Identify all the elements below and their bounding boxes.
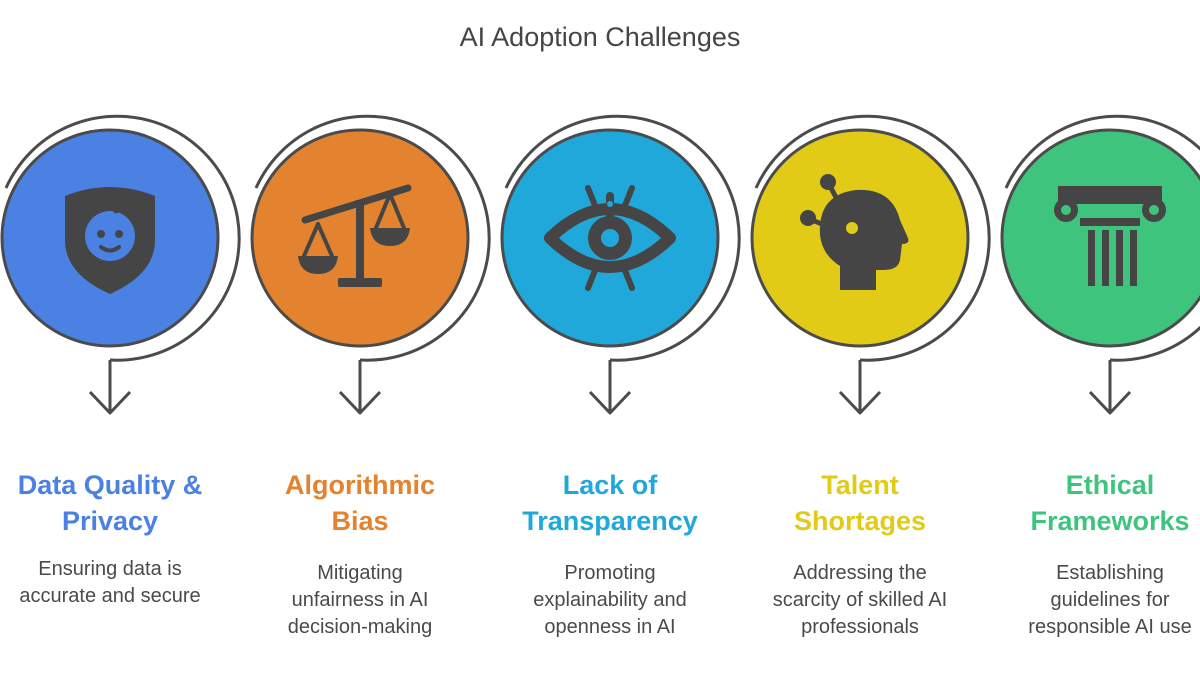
step-title-line: Ethical [1065, 470, 1155, 500]
connector-layer [4, 114, 1200, 415]
step-desc-ethics: Establishing guidelines for responsible AI… [995, 560, 1200, 641]
step-desc-transparency: Promoting explainability and openness in A… [495, 560, 725, 641]
step-title-line: Data Quality & [17, 470, 203, 500]
pillar-icon-part [1058, 196, 1162, 204]
ring-outline-ethics [1004, 114, 1200, 362]
step-title-line: Transparency [522, 506, 698, 536]
step-desc-line: decision-making [287, 616, 433, 638]
balance-scale-icon-part [374, 192, 406, 230]
pillar-icon-part [1080, 218, 1140, 226]
step-desc-line: guidelines for [1050, 589, 1170, 611]
head-network-icon [800, 174, 909, 290]
arrow-head-transparency [588, 390, 632, 415]
pillar-icon-part [1149, 205, 1159, 215]
diagram-title: AI Adoption Challenges [459, 22, 741, 52]
balance-scale-icon-part [338, 278, 382, 287]
step-desc-line: explainability and [533, 589, 687, 611]
step-title-line: Talent [821, 470, 899, 500]
head-network-icon-part [819, 189, 909, 290]
eye-icon-part [601, 229, 619, 247]
arrow-head-talent [838, 390, 882, 415]
step-desc-line: accurate and secure [19, 585, 201, 607]
pillar-icon-part [1061, 205, 1071, 215]
ring-outline-talent [754, 114, 991, 362]
shield-face-icon [65, 187, 155, 294]
icons-layer [65, 174, 1166, 294]
step-desc-line: Ensuring data is [38, 558, 182, 580]
step-desc-line: Promoting [564, 562, 656, 584]
arrow-head-ethics [1088, 390, 1132, 415]
head-network-icon-part [809, 183, 853, 237]
eye-icon-part [585, 185, 635, 291]
step-desc-line: Mitigating [317, 562, 403, 584]
arrow-head-algorithmic-bias [338, 390, 382, 415]
step-title-line: Privacy [61, 506, 159, 536]
step-desc-data-quality: Ensuring data is accurate and secure [0, 556, 225, 610]
step-desc-line: responsible AI use [1028, 616, 1192, 638]
step-title-line: Lack of [562, 470, 658, 500]
step-desc-line: scarcity of skilled AI [772, 589, 948, 611]
step-desc-line: unfairness in AI [291, 589, 429, 611]
step-circle-ethics [1000, 128, 1200, 348]
eye-icon [544, 185, 676, 291]
pillar-icon [1054, 186, 1166, 286]
balance-scale-icon-part [356, 200, 364, 284]
balance-scale-icon-part [370, 228, 410, 246]
ring-outline-data-quality [4, 114, 241, 362]
step-desc-line: openness in AI [544, 616, 676, 638]
eye-icon-part [544, 203, 676, 273]
pillar-icon-part [1130, 230, 1137, 286]
step-desc-line: Establishing [1056, 562, 1164, 584]
shield-face-icon-part [115, 230, 123, 238]
step-title-line: Bias [331, 506, 389, 536]
step-desc-line: professionals [801, 616, 919, 638]
step-title-line: Algorithmic [284, 470, 435, 500]
pillar-icon-part [1058, 186, 1162, 196]
balance-scale-icon [298, 184, 412, 287]
step-title-transparency: Lack of Transparency [485, 467, 735, 539]
step-title-line: Shortages [793, 506, 927, 536]
step-circles-layer [0, 128, 1200, 348]
pillar-icon-part [1116, 230, 1123, 286]
shield-face-icon-part [85, 211, 135, 261]
step-title-data-quality: Data Quality & Privacy [0, 467, 235, 539]
pillar-icon-part [1102, 230, 1109, 286]
step-desc-talent: Addressing the scarcity of skilled AI prof… [745, 560, 975, 641]
shield-face-icon-part [95, 202, 119, 214]
step-title-line: Frameworks [1030, 506, 1190, 536]
head-network-icon-part [800, 210, 816, 226]
shield-face-icon-part [99, 245, 121, 253]
ring-outline-transparency [504, 114, 741, 362]
balance-scale-icon-part [302, 222, 334, 258]
arrow-head-data-quality [88, 390, 132, 415]
head-network-icon-part [820, 174, 836, 190]
step-desc-line: Addressing the [793, 562, 927, 584]
eye-icon-part [607, 201, 613, 207]
shield-face-icon-part [97, 230, 105, 238]
pillar-icon-part [1088, 230, 1095, 286]
balance-scale-icon-part [298, 256, 338, 274]
step-desc-algorithmic-bias: Mitigating unfairness in AI decision-makin… [245, 560, 475, 641]
head-network-icon-part [846, 222, 858, 234]
ring-outline-algorithmic-bias [254, 114, 491, 362]
